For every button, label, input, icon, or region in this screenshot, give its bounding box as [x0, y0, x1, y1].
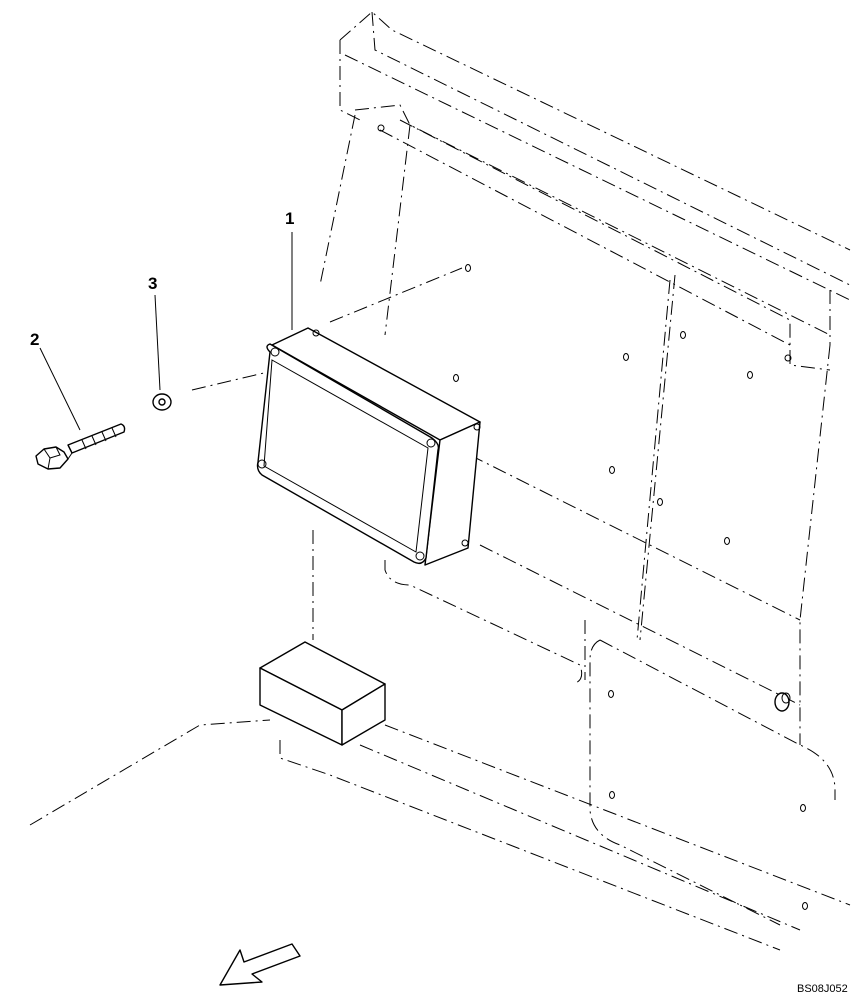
- washer-part: [152, 393, 172, 411]
- callout-label-1: 1: [285, 209, 294, 228]
- callout-part3: 3: [148, 274, 161, 391]
- callout-part1: 1: [285, 209, 294, 330]
- lower-connector-block: [259, 641, 386, 746]
- control-box-part: [191, 267, 481, 566]
- callout-part2: 2: [30, 330, 81, 431]
- direction-arrow-icon: [219, 943, 301, 986]
- panel-plug: [774, 692, 791, 712]
- callout-label-2: 2: [30, 330, 39, 349]
- callout-label-3: 3: [148, 274, 157, 293]
- bolt-part: [35, 423, 126, 470]
- drawing-code: BS08J052: [797, 983, 848, 995]
- panel-holes: [377, 124, 808, 910]
- mounting-panel-outline: [29, 11, 851, 951]
